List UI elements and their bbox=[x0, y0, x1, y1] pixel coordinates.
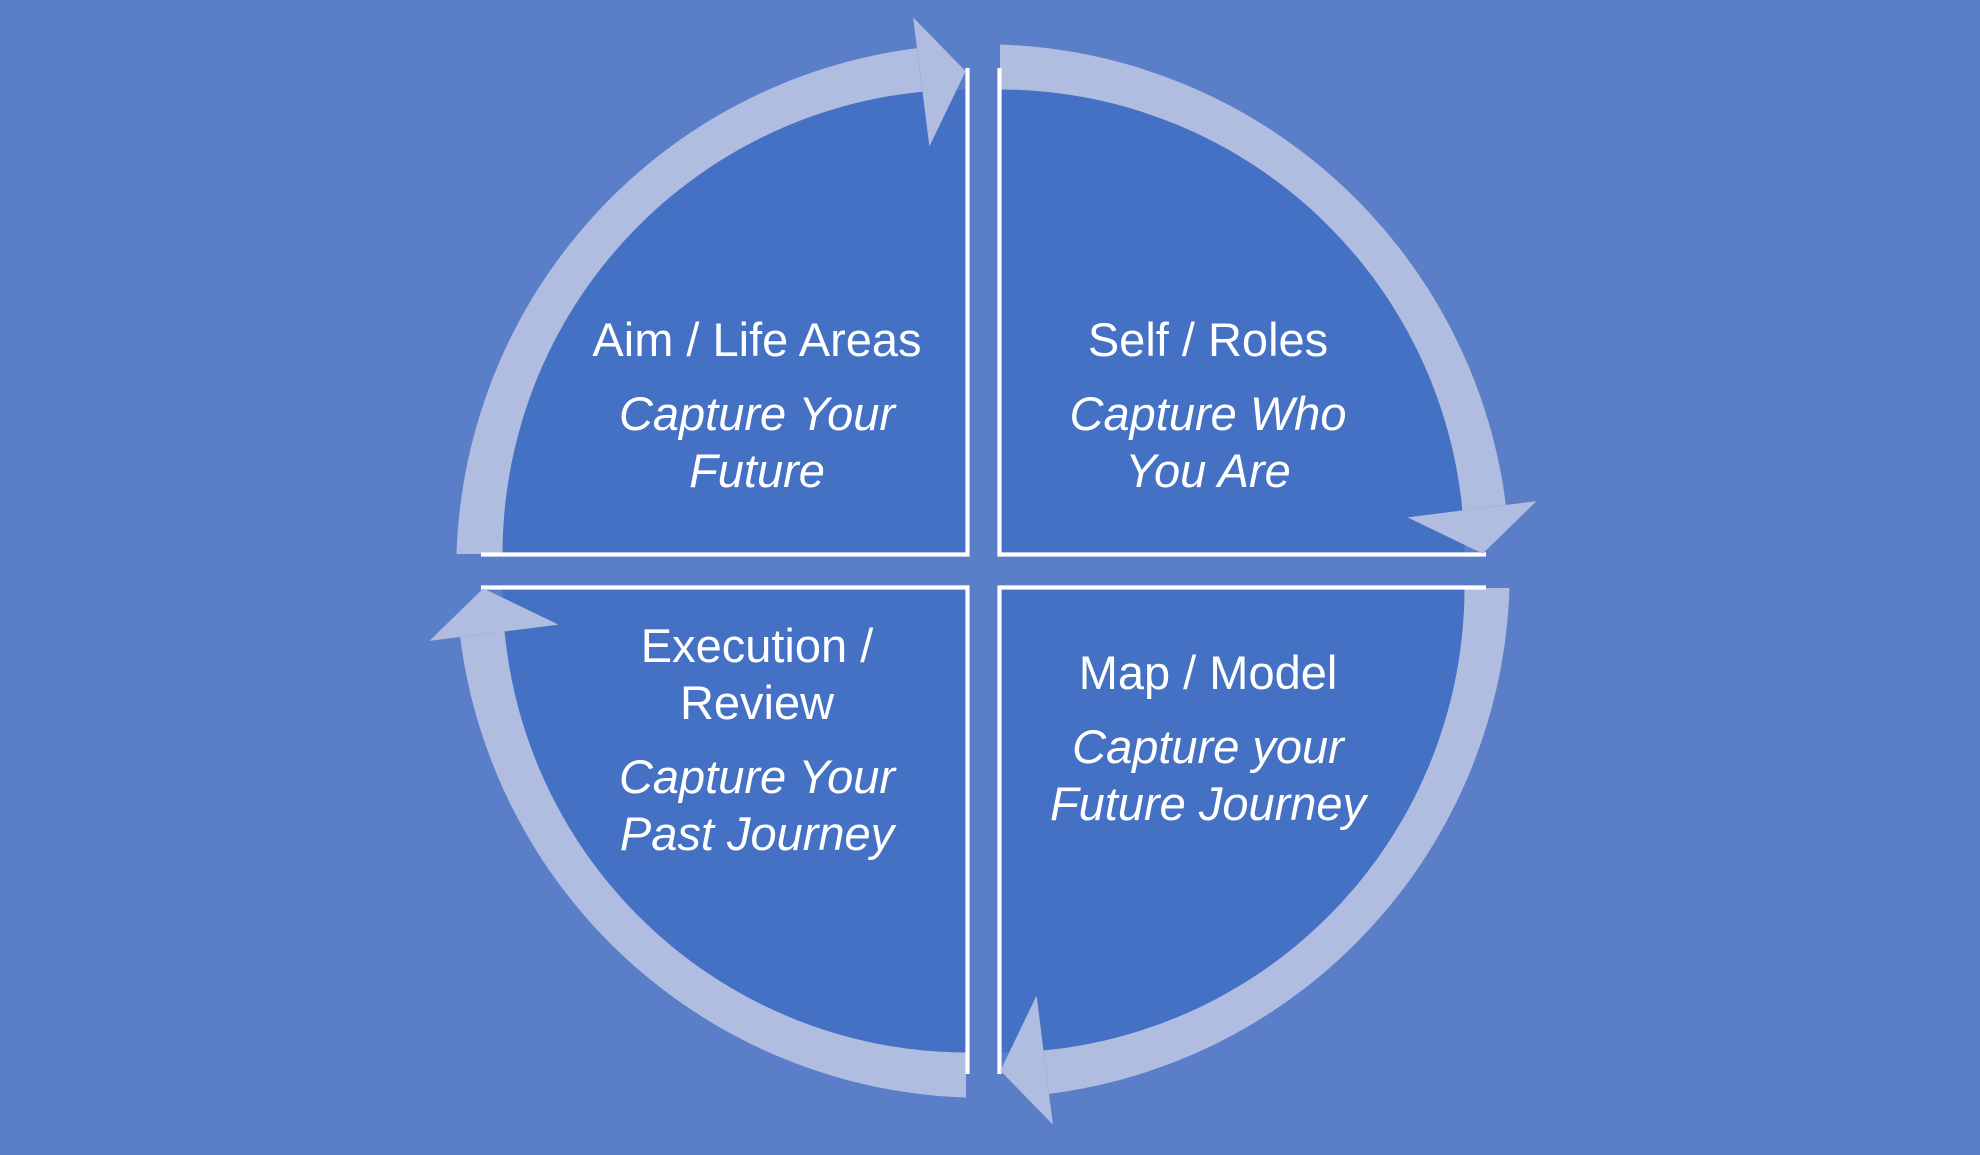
arrowhead-bottom-icon bbox=[1000, 995, 1053, 1125]
arrowhead-left-icon bbox=[429, 588, 559, 641]
quadrant-shape-map-model bbox=[999, 587, 1465, 1053]
quadrant-shape-aim-life-areas bbox=[502, 89, 968, 555]
cycle-arc-bottom-left bbox=[460, 630, 966, 1098]
divider-border-top-left bbox=[481, 68, 970, 557]
quadrant-shape-self-roles bbox=[999, 89, 1465, 555]
divider-border-bottom-right bbox=[997, 585, 1486, 1074]
divider-border-bottom-left bbox=[481, 585, 970, 1074]
arrowhead-right-icon bbox=[1407, 501, 1537, 554]
quadrant-shape-execution-review bbox=[502, 587, 968, 1053]
divider-border-top-right bbox=[997, 68, 1486, 557]
arrowhead-top-icon bbox=[913, 17, 966, 147]
